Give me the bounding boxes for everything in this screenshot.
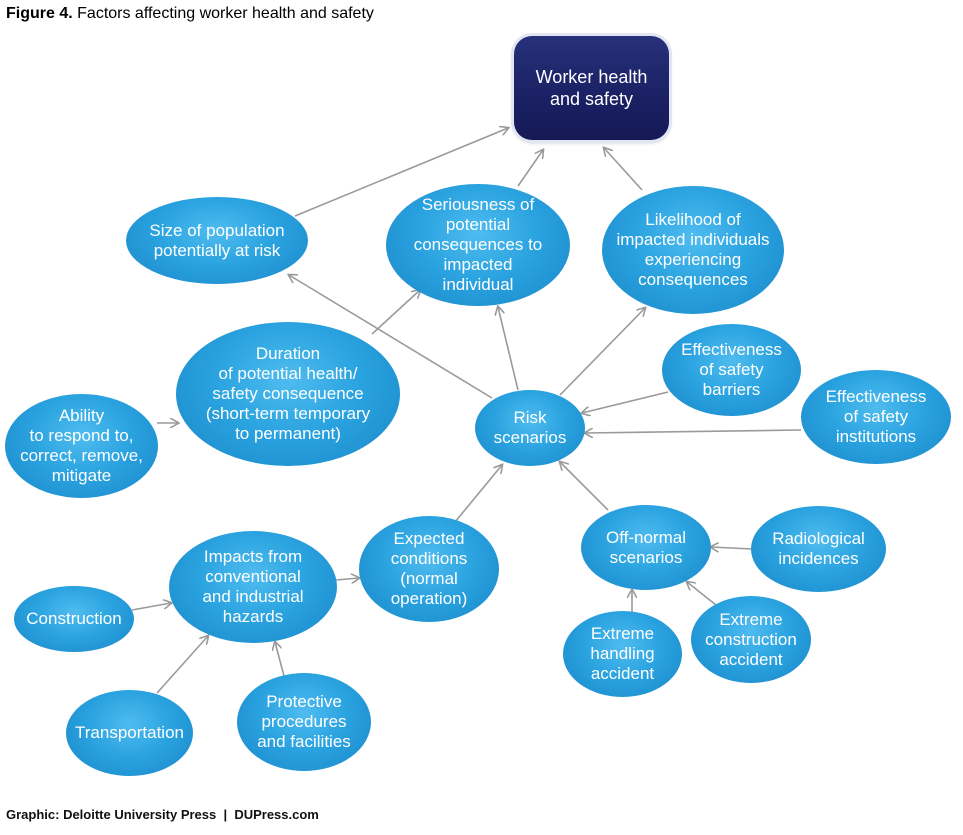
node-expected-conditions: Expected conditions (normal operation)	[359, 516, 499, 622]
arrow-seriousness-to-worker	[517, 150, 543, 187]
node-likelihood: Likelihood of impacted individuals exper…	[602, 186, 784, 314]
node-extreme-handling: Extreme handling accident	[563, 611, 682, 697]
arrow-risk-to-seriousness	[498, 307, 519, 391]
arrow-transportation-to-impacts	[156, 636, 208, 694]
arrow-risk-to-size	[289, 275, 493, 399]
arrow-barriers-to-risk	[582, 391, 669, 413]
arrow-offnormal-to-risk	[560, 462, 609, 511]
arrow-expected-to-risk	[454, 465, 502, 523]
node-worker-health-safety: Worker health and safety	[514, 36, 669, 140]
arrow-size-to-worker	[294, 128, 508, 217]
arrow-duration-to-seriousness	[371, 290, 420, 335]
node-transportation: Transportation	[66, 690, 193, 776]
node-protective-procedures: Protective procedures and facilities	[237, 673, 371, 771]
arrow-protective-to-impacts	[275, 642, 285, 677]
node-duration: Duration of potential health/ safety con…	[176, 322, 400, 466]
node-seriousness: Seriousness of potential consequences to…	[386, 184, 570, 306]
node-impacts-hazards: Impacts from conventional and industrial…	[169, 531, 337, 643]
node-size-of-population: Size of population potentially at risk	[126, 197, 308, 284]
figure-label: Figure 4.	[6, 5, 73, 22]
figure-title-text: Factors affecting worker health and safe…	[77, 5, 374, 22]
node-effectiveness-institutions: Effectiveness of safety institutions	[801, 370, 951, 464]
node-ability: Ability to respond to, correct, remove, …	[5, 394, 158, 498]
node-radiological-incidences: Radiological incidences	[751, 506, 886, 592]
node-risk-scenarios: Risk scenarios	[475, 390, 585, 466]
arrow-institutions-to-risk	[585, 430, 802, 433]
arrow-construction-to-impacts	[131, 603, 171, 611]
arrow-impacts-to-expected	[335, 578, 359, 580]
arrow-likelihood-to-worker	[604, 148, 643, 191]
node-extreme-construction: Extreme construction accident	[691, 596, 811, 683]
node-off-normal-scenarios: Off-normal scenarios	[581, 505, 711, 590]
figure-credit: Graphic: Deloitte University Press | DUP…	[6, 807, 319, 822]
arrow-construction-accident-to-offnormal	[687, 582, 717, 606]
arrow-radiological-to-offnormal	[711, 547, 753, 549]
node-construction: Construction	[14, 586, 134, 652]
node-effectiveness-barriers: Effectiveness of safety barriers	[662, 324, 801, 416]
figure-title: Figure 4. Factors affecting worker healt…	[6, 5, 374, 23]
arrow-risk-to-likelihood	[559, 308, 645, 396]
